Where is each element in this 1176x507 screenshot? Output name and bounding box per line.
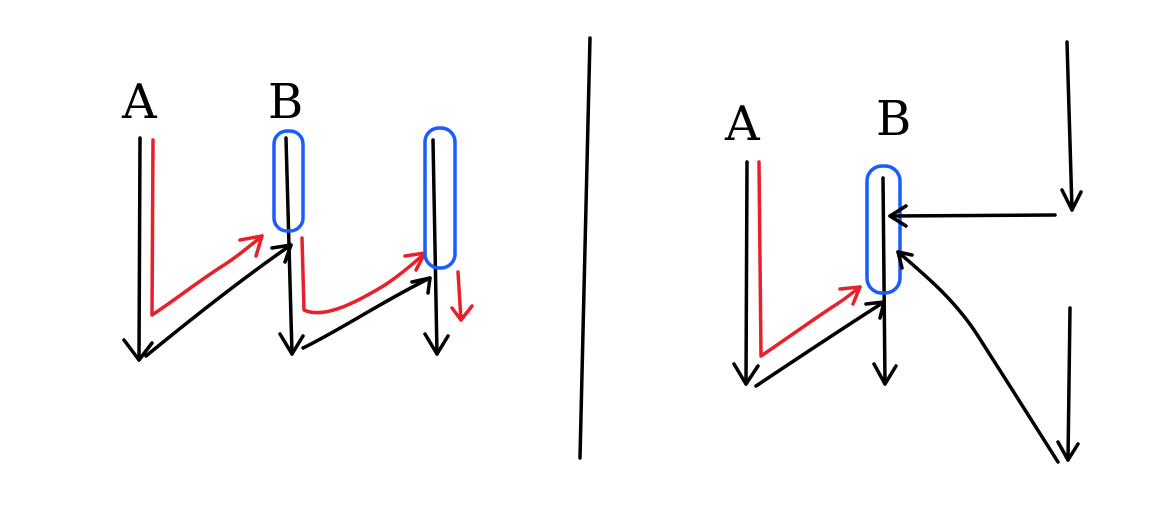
left-b-highlight	[272, 129, 305, 233]
right-curved-arrow-to-b	[896, 250, 1060, 464]
left-label-b: B	[268, 74, 303, 130]
right-label-b: B	[876, 91, 911, 147]
right-horizontal-arrow-to-b	[888, 204, 1057, 228]
right-lower-down-arrow	[1056, 306, 1080, 462]
left-c-small-red-arrow	[450, 270, 474, 322]
right-b-highlight	[865, 164, 902, 295]
left-red-path-a-to-b	[150, 138, 264, 317]
right-label-a: A	[724, 96, 761, 152]
right-upper-down-arrow	[1060, 40, 1083, 212]
left-c-highlight	[423, 126, 457, 270]
right-red-path-a-to-b	[757, 160, 862, 358]
left-b-down-arrow	[278, 136, 305, 356]
left-c-down-arrow	[423, 138, 450, 356]
right-a-down-arrow	[732, 160, 760, 386]
left-black-arrow-b-to-c	[301, 276, 432, 350]
right-panel: A B	[724, 40, 1083, 464]
left-panel: A B	[121, 74, 474, 362]
panel-divider	[578, 36, 592, 460]
left-label-a: A	[121, 74, 158, 130]
left-red-path-b-to-c	[300, 236, 427, 315]
right-b-down-arrow	[872, 176, 898, 386]
left-a-down-arrow	[122, 136, 154, 362]
left-black-arrow-a-to-b	[144, 243, 293, 358]
